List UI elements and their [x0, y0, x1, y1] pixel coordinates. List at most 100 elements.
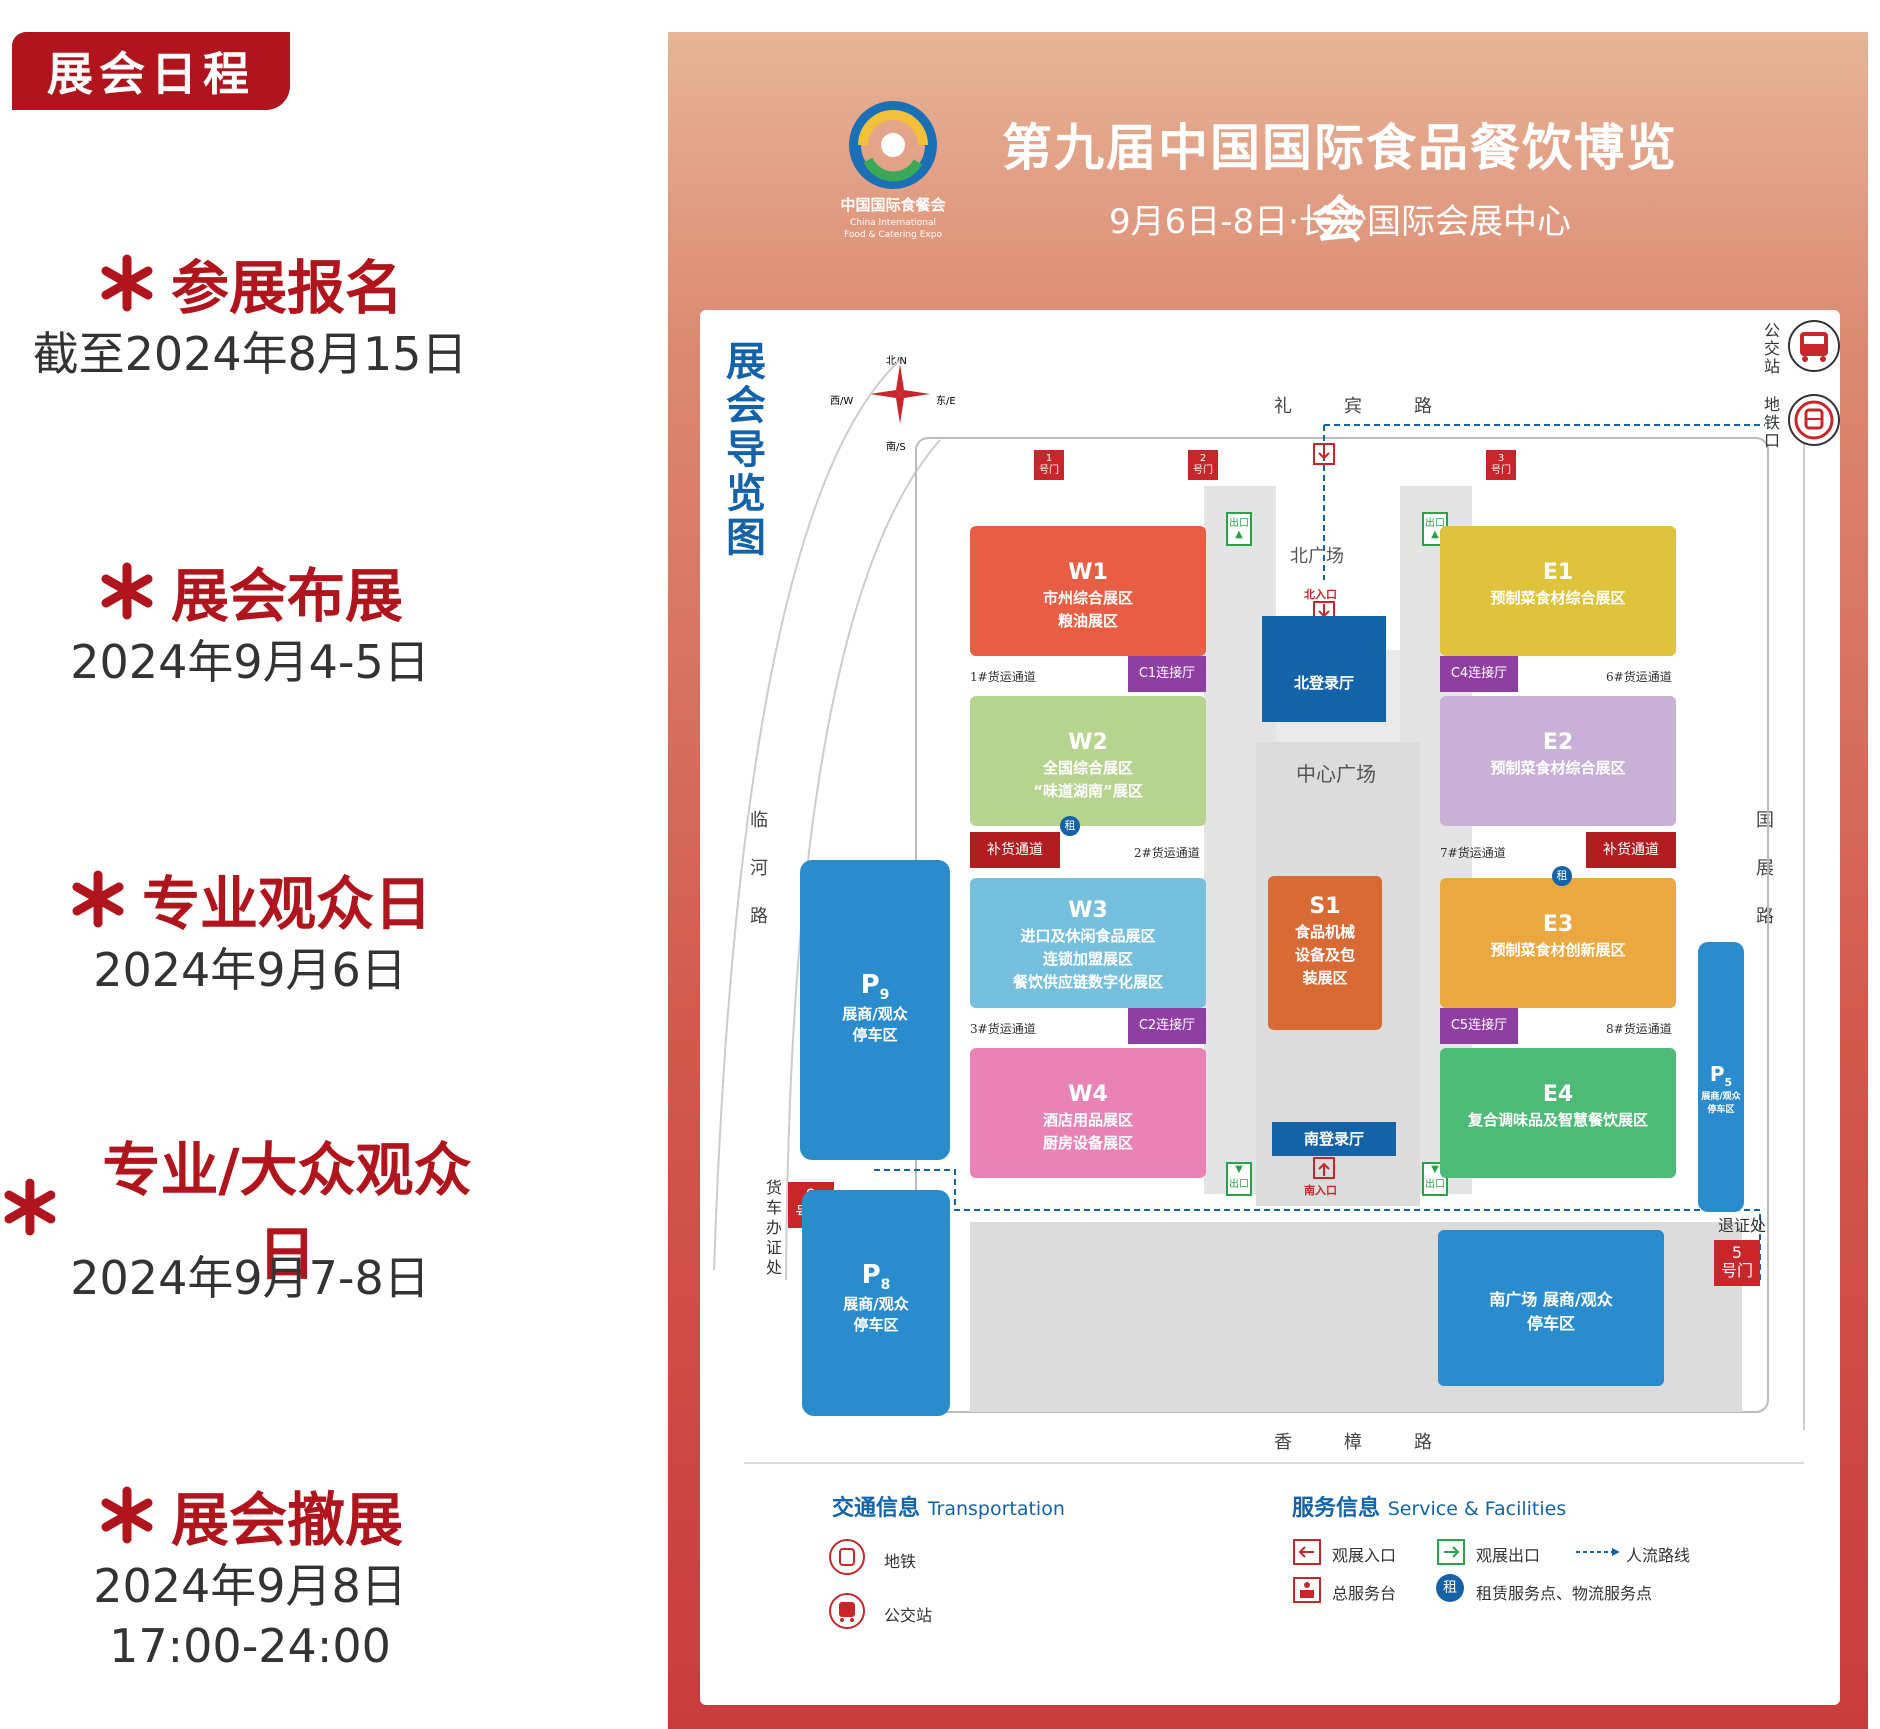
hall-zone: 厨房设备展区: [1042, 1134, 1133, 1152]
legend-title-cn: 服务信息: [1292, 1496, 1381, 1521]
gate-label: 号门: [1039, 465, 1059, 476]
connector-c4[interactable]: C4连接厅: [1440, 656, 1518, 692]
rental-service-icon: 租: [1436, 1574, 1464, 1602]
exhibition-map: 展会导览图 北/N 南/S 东/E 西/W 礼 宾 路 香 樟 路 临 河 路 …: [700, 310, 1840, 1705]
office-char: 办: [766, 1218, 783, 1237]
hall-name: W1: [1068, 560, 1108, 585]
parking-label: 停车区: [1526, 1314, 1575, 1333]
north-entry-label: 北入口: [1304, 588, 1337, 601]
road-north-char: 礼: [1274, 396, 1292, 417]
office-char: 车: [766, 1198, 783, 1217]
rental-service-icon[interactable]: 租: [1552, 866, 1572, 886]
hall-zone: 全国综合展区: [1042, 759, 1133, 777]
compass-north: 北/N: [886, 356, 907, 367]
north-registration-hall[interactable]: 北登录厅: [1262, 616, 1386, 722]
hall-label: 北登录厅: [1293, 674, 1354, 692]
logo-text-en1: China International: [849, 218, 936, 228]
office-char: 证: [766, 1238, 783, 1257]
road-north-char: 宾: [1344, 396, 1362, 417]
connector-c1[interactable]: C1连接厅: [1128, 656, 1206, 692]
cargo-channel-7: 7#货运通道: [1440, 846, 1506, 860]
schedule-time: 17:00-24:00: [109, 1619, 391, 1673]
parking-label: 展商/观众: [842, 1005, 908, 1024]
hall-zone: 连锁加盟展区: [1042, 950, 1133, 968]
connector-c5[interactable]: C5连接厅: [1440, 1008, 1518, 1044]
hall-e2[interactable]: E2 预制菜食材综合展区: [1440, 696, 1676, 826]
hall-zone: 进口及休闲食品展区: [1020, 927, 1156, 945]
parking-south-plaza[interactable]: 南广场 展商/观众停车区: [1438, 1230, 1664, 1386]
hall-name: E2: [1542, 730, 1574, 755]
exit-icon: [1437, 1539, 1465, 1565]
compass-icon: [870, 364, 930, 424]
gate-label: 号门: [1193, 465, 1213, 476]
exit-label: 出口: [1229, 518, 1249, 529]
exit-icon: ▼出口: [1226, 1162, 1252, 1196]
parking-label: 展商/观众: [1701, 1092, 1741, 1102]
exit-label: 出口: [1229, 1179, 1249, 1190]
hall-zone: 食品机械: [1294, 923, 1355, 941]
asterisk-icon: [101, 254, 153, 312]
parking-letter: P: [861, 1260, 881, 1290]
rental-service-icon[interactable]: 租: [1060, 816, 1080, 836]
schedule-date: 2024年9月4-5日: [70, 635, 430, 689]
logo-text-cn: 中国国际食餐会: [840, 196, 946, 214]
cargo-channel-8: 8#货运通道: [1606, 1022, 1672, 1036]
exit-label: 出口: [1425, 518, 1445, 529]
south-registration-hall[interactable]: 南登录厅: [1272, 1122, 1396, 1156]
metro-icon[interactable]: [1786, 392, 1842, 448]
schedule-item-teardown: 展会撤展 2024年9月8日 17:00-24:00: [0, 1480, 500, 1676]
north-plaza-label: 北广场: [1290, 546, 1344, 567]
compass-south: 南/S: [886, 442, 906, 453]
gate-number: 3: [1497, 453, 1505, 464]
schedule-tag: 展会日程: [12, 32, 290, 110]
hall-e3[interactable]: E3 预制菜食材创新展区: [1440, 878, 1676, 1008]
hall-zone: 餐饮供应链数字化展区: [1012, 973, 1163, 991]
road-west-char: 路: [750, 906, 768, 927]
connector-c2[interactable]: C2连接厅: [1128, 1008, 1206, 1044]
hall-label: 南登录厅: [1303, 1130, 1364, 1148]
schedule-item-setup: 展会布展 2024年9月4-5日: [0, 556, 500, 692]
compass-west: 西/W: [830, 396, 854, 407]
gate-number: 2: [1199, 453, 1207, 464]
road-west-char: 临: [750, 810, 768, 831]
hall-zone: 设备及包: [1294, 946, 1355, 964]
hall-name: E3: [1542, 912, 1574, 937]
parking-number: 8: [880, 1277, 891, 1294]
parking-letter: P: [1709, 1062, 1725, 1086]
legend-flow: 人流路线: [1626, 1546, 1691, 1565]
hall-zone: 预制菜食材创新展区: [1490, 941, 1626, 959]
legend-rent: 租赁服务点、物流服务点: [1476, 1584, 1653, 1603]
gate-number: 5: [1731, 1243, 1743, 1262]
exit-icon: 出口▲: [1226, 512, 1252, 546]
bus-icon: [829, 1593, 865, 1629]
schedule-date: 2024年9月7-8日: [70, 1251, 430, 1305]
gate-label: 号门: [1491, 465, 1511, 476]
schedule-date: 截至2024年8月15日: [32, 327, 468, 381]
supply-channel-east: 补货通道: [1586, 832, 1676, 868]
legend-exit: 观展出口: [1476, 1546, 1541, 1565]
center-plaza-label: 中心广场: [1296, 762, 1376, 786]
hall-zone: “味道湖南”展区: [1033, 782, 1143, 800]
bus-stop-label: 公交站: [1764, 321, 1781, 376]
compass-east: 东/E: [936, 396, 956, 407]
bus-stop-icon[interactable]: [1786, 318, 1842, 374]
legend-service-title: 服务信息 Service & Facilities: [1292, 1490, 1566, 1522]
parking-label: 停车区: [853, 1316, 899, 1335]
hall-zone: 预制菜食材综合展区: [1490, 759, 1626, 777]
cargo-channel-1: 1#货运通道: [970, 670, 1036, 684]
poster-title: 第九届中国国际食品餐饮博览会: [1002, 119, 1678, 249]
asterisk-icon: [4, 1178, 56, 1236]
legend-title-en: Service & Facilities: [1387, 1498, 1567, 1520]
